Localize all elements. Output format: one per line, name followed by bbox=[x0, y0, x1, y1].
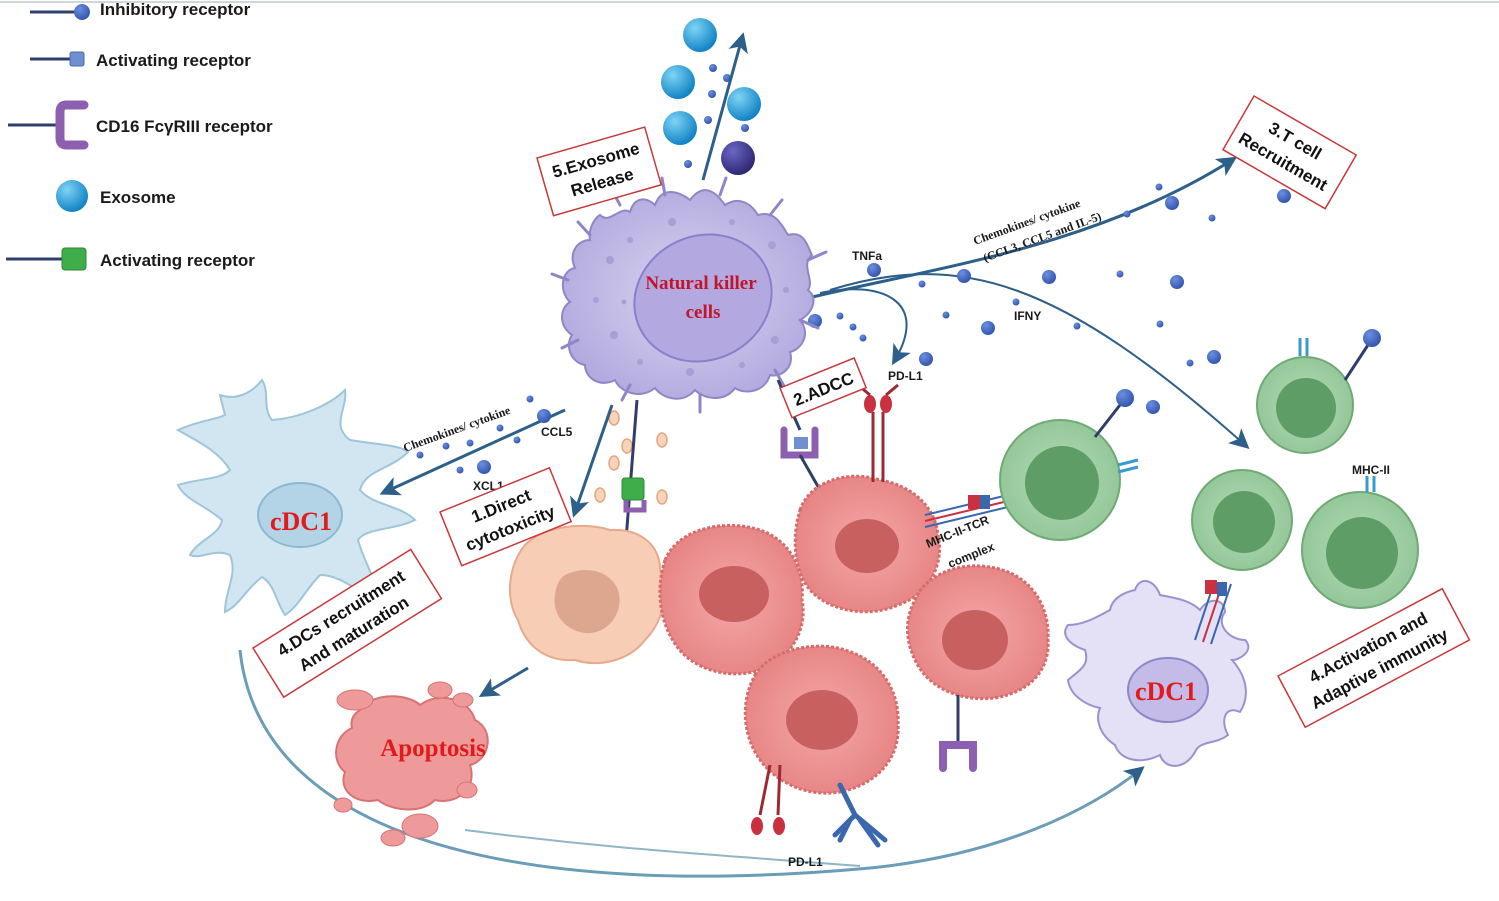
cd16-receptor-icon bbox=[780, 426, 819, 459]
exosome-icon bbox=[56, 180, 88, 212]
step-direct-cytotoxicity: 1.Direct cytotoxicity bbox=[439, 466, 573, 567]
legend-activating-green-label: Activating receptor bbox=[100, 251, 255, 270]
activation-arrow bbox=[829, 273, 1250, 449]
cd16-receptor-icon bbox=[55, 100, 89, 150]
apoptotic-body: Apoptosis bbox=[333, 681, 489, 847]
legend-inhibitory: Inhibitory receptor bbox=[30, 0, 251, 20]
granules-released bbox=[594, 410, 668, 505]
legend-exosome: Exosome bbox=[56, 180, 176, 212]
legend: Inhibitory receptor Activating receptor … bbox=[6, 0, 273, 271]
tumor-cell bbox=[793, 474, 941, 614]
mhcii-label: MHC-II bbox=[1352, 463, 1390, 477]
step-t-cell-recruitment: 3.T cell Recruitment bbox=[1221, 94, 1358, 210]
exosome bbox=[727, 87, 761, 121]
legend-inhibitory-label: Inhibitory receptor bbox=[100, 0, 251, 19]
dc-recruitment-arrow bbox=[379, 408, 566, 496]
step-adcc: 2.ADCC bbox=[779, 357, 868, 419]
pd-l1-receptor-top bbox=[857, 383, 899, 482]
adcc-arrow bbox=[819, 288, 911, 366]
apoptosis-antigen-line bbox=[464, 829, 861, 867]
cdc1-right-label: cDC1 bbox=[1135, 677, 1197, 706]
step-exosome-release: 5.Exosome Release bbox=[536, 126, 663, 217]
t-cell-recruitment-arrow bbox=[799, 156, 1238, 302]
exosome bbox=[663, 111, 697, 145]
tumor-cell bbox=[906, 564, 1050, 701]
cytokine-dots bbox=[808, 183, 1291, 414]
antibody-icon bbox=[832, 782, 888, 848]
inhibitory-receptor-icon bbox=[74, 4, 90, 20]
apoptosis-arrow bbox=[478, 666, 529, 698]
legend-activating-square-label: Activating receptor bbox=[96, 51, 251, 70]
legend-exosome-label: Exosome bbox=[100, 188, 176, 207]
pdl1-top-label: PD-L1 bbox=[888, 369, 923, 383]
nk-label-line2: cells bbox=[686, 302, 721, 323]
legend-cd16: CD16 FcγRIII receptor bbox=[8, 100, 273, 150]
legend-activating-green: Activating receptor bbox=[6, 247, 255, 271]
tnfa-label: TNFa bbox=[852, 249, 882, 263]
chemokine-dots-left bbox=[416, 395, 551, 474]
t-cell bbox=[1191, 469, 1293, 571]
activating-receptor-square-icon bbox=[69, 51, 85, 67]
exosome bbox=[661, 65, 695, 99]
dc-migration-arrow bbox=[238, 649, 1145, 878]
t-cell bbox=[999, 389, 1139, 541]
pd-l1-receptor-bottom bbox=[751, 764, 785, 835]
nk-label-line1: Natural killer bbox=[645, 273, 757, 294]
t-cell bbox=[1256, 329, 1381, 454]
exosome-dark bbox=[721, 141, 755, 175]
ccl5-label: CCL5 bbox=[541, 425, 573, 439]
target-cell-dying bbox=[508, 524, 666, 664]
tumor-cell bbox=[743, 644, 900, 795]
mhc-tcr-complex bbox=[924, 494, 1009, 528]
step-activation-adaptive: 4.Activation and Adaptive immunity bbox=[1276, 587, 1471, 729]
pdl1-bottom-label: PD-L1 bbox=[788, 855, 823, 869]
direct-cytotoxicity-arrow bbox=[570, 404, 614, 518]
nk-cell: Natural killer cells bbox=[550, 176, 828, 414]
legend-activating-square: Activating receptor bbox=[30, 51, 251, 70]
legend-cd16-label: CD16 FcγRIII receptor bbox=[96, 117, 273, 136]
activating-receptor-green-icon bbox=[61, 247, 87, 271]
chemokines-left-label: Chemokines/ cytokine bbox=[401, 403, 513, 455]
cdc1-left-label: cDC1 bbox=[270, 507, 332, 536]
cd16-receptor-icon bbox=[939, 741, 977, 772]
t-cell bbox=[1301, 476, 1419, 609]
cdc1-right-cell: cDC1 bbox=[1064, 579, 1250, 767]
ifny-label: IFNY bbox=[1014, 309, 1041, 323]
exosome-cluster bbox=[661, 18, 761, 175]
tumor-cell bbox=[658, 523, 805, 676]
cdc1-left-cell: cDC1 bbox=[175, 378, 417, 617]
exosome bbox=[683, 18, 717, 52]
apoptosis-label: Apoptosis bbox=[380, 735, 486, 762]
activating-receptor-green-icon bbox=[621, 477, 645, 501]
exosome-release-arrow bbox=[701, 32, 748, 181]
